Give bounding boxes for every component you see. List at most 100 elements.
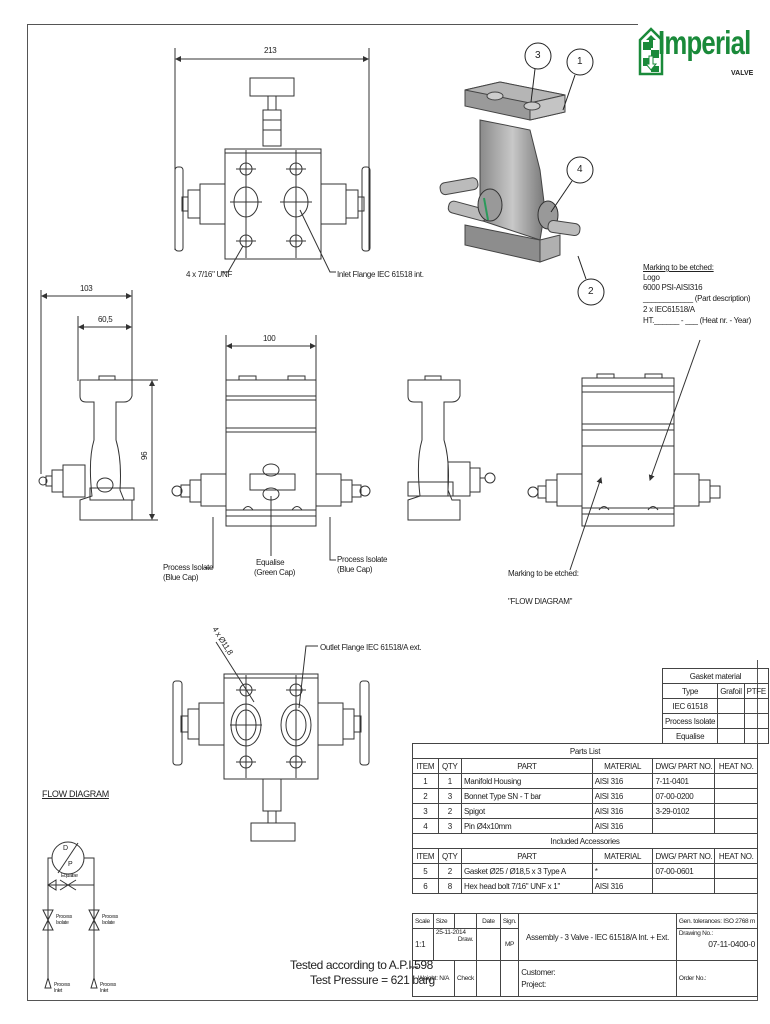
tolerances: Gen. tolerances: ISO 2768 m [675,913,759,929]
balloon-2: 2 [588,286,594,297]
side-view-right [407,375,496,521]
cell-part: Manifold Housing [461,773,593,789]
cell-item: 1 [412,773,439,789]
marking-note-title: Marking to be etched: [643,263,714,272]
balloon-1: 1 [577,56,583,67]
balloon-3: 3 [535,50,541,61]
back-view [527,339,721,571]
cell-item: 3 [412,803,439,819]
cell-part: Gasket Ø25 / Ø18,5 x 3 Type A [461,863,593,879]
cell-dwg: 3-29-0102 [652,803,716,819]
header-material: MATERIAL [591,758,654,774]
cell-dwg [652,818,716,834]
dim-side-inner: 60,5 [98,315,113,324]
callout-equalise-cap: (Green Cap) [254,568,296,577]
marking-note-line: ____________ (Part description) [643,294,751,303]
header-qty: QTY [437,758,463,774]
cell-dwg [652,878,716,894]
test-note-line1: Tested according to A.P.I.598 [290,958,433,972]
cell-dwg: 07-00-0601 [652,863,716,879]
cell-heat [714,863,758,879]
cell-qty: 2 [437,863,463,879]
scale-label: Scale [412,913,434,929]
dim-front-width: 100 [263,334,276,343]
test-note-line2: Test Pressure = 621 barg [310,973,435,987]
project-label: Project: [521,979,546,989]
table-row: Equalise [661,728,769,744]
cell-qty: 8 [437,878,463,894]
gauge-p: P [68,861,73,868]
gasket-header-type: Type [661,683,719,699]
cell-heat [714,773,758,789]
bottom-view [172,641,370,842]
callout-process-isolate-left-cap: (Blue Cap) [163,573,199,582]
cell-part: Hex head bolt 7/16" UNF x 1" [461,878,593,894]
drawing-no-label: Drawing No.: [678,930,713,937]
callout-marking-etched: Marking to be etched: [508,569,579,578]
frame-top-border [27,24,638,25]
gasket-header-ptfe: PTFE [743,683,769,699]
cell-material: AISI 316 [591,788,654,804]
callout-equalise: Equalise [256,558,285,567]
callout-unf: 4 x 7/16" UNF [186,270,233,279]
flow-equalise: Equalise [61,873,78,879]
front-view [171,335,371,569]
order-no-label: Order No.: [675,960,759,997]
gasket-row-label: Process Isolate [661,713,719,729]
marking-note-line: 2 x IEC61518/A [643,305,695,314]
header-item: ITEM [412,848,439,864]
balloon-4: 4 [577,164,583,175]
callout-outlet-flange: Outlet Flange IEC 61518/A ext. [320,643,422,652]
customer-label: Customer: [521,967,556,977]
header-material: MATERIAL [591,848,654,864]
dim-side-height: 96 [140,451,149,460]
cell-qty: 3 [437,788,463,804]
callout-process-isolate-right-cap: (Blue Cap) [337,565,373,574]
gauge-d: D [63,845,68,852]
cell-part: Pin Ø4x10mm [461,818,593,834]
cell-heat [714,818,758,834]
cell-qty: 2 [437,803,463,819]
marking-note-line: Logo [643,273,660,282]
cell-material: AISI 316 [591,803,654,819]
sign-value: MP [499,928,520,961]
header-heat-no: HEAT NO. [714,758,758,774]
parts-list-title: Parts List [412,743,758,759]
gasket-table-title: Gasket material [662,668,769,684]
flow-diagram [42,841,100,989]
header-dwg-part-no: DWG/ PART NO. [652,848,716,864]
cell-item: 5 [412,863,439,879]
callout-process-isolate-left: Process Isolate [163,563,214,572]
check-label: Check [454,960,477,997]
marking-note-line: HT.______ - ___ (Heat nr. - Year) [643,316,751,325]
cell-item: 4 [412,818,439,834]
cell-qty: 3 [437,818,463,834]
title-block: Scale Size Date Sign. Assembly - 3 Valve… [411,913,759,997]
frame-left-border [27,24,28,1000]
cell-heat [714,803,758,819]
top-view [174,48,371,273]
date-text: 25-11-2014 [435,929,466,936]
draw-label: Draw. [457,936,474,943]
cell-dwg: 7-11-0401 [652,773,716,789]
marking-note-line: 6000 PSI-AISI316 [643,283,703,292]
cell-part: Spigot [461,803,593,819]
frame-bottom-border [27,1000,758,1001]
cell-heat [714,788,758,804]
scale-value: 1:1 [412,928,434,961]
date-label: Date [475,913,501,929]
header-dwg-part-no: DWG/ PART NO. [652,758,716,774]
header-part: PART [461,758,593,774]
cell-heat [714,878,758,894]
